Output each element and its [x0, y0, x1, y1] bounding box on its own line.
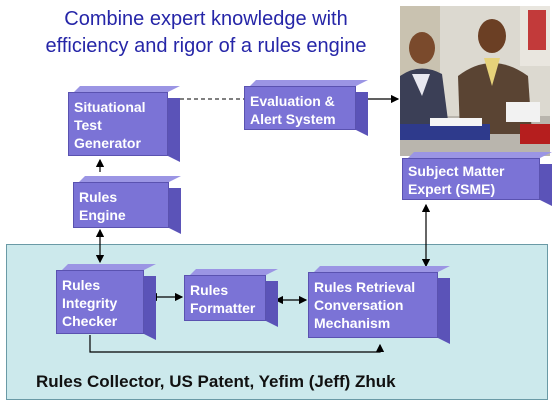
sme-label: Subject Matter Expert (SME)	[408, 163, 505, 197]
rules-formatter-label: Rules Formatter	[190, 282, 256, 316]
situational-test-generator-label: Situational Test Generator	[74, 99, 146, 151]
rules-integrity-checker-box: Rules Integrity Checker	[56, 270, 144, 334]
rules-integrity-checker-label: Rules Integrity Checker	[62, 277, 118, 329]
sme-photo	[400, 6, 550, 156]
slide-title: Combine expert knowledge with efficiency…	[45, 8, 367, 57]
situational-test-generator-box: Situational Test Generator	[68, 92, 168, 156]
rules-engine-box: Rules Engine	[73, 182, 169, 228]
rules-formatter-box: Rules Formatter	[184, 275, 266, 321]
evaluation-alert-system-label: Evaluation & Alert System	[250, 93, 336, 127]
rules-collector-label: Rules Collector, US Patent, Yefim (Jeff)…	[36, 372, 396, 391]
arrow-checker-retrieval	[89, 335, 385, 353]
rules-engine-label: Rules Engine	[79, 189, 126, 223]
rules-retrieval-label: Rules Retrieval Conversation Mechanism	[314, 279, 416, 331]
rules-retrieval-box: Rules Retrieval Conversation Mechanism	[308, 272, 438, 338]
sme-box: Subject Matter Expert (SME)	[402, 158, 540, 200]
evaluation-alert-system-box: Evaluation & Alert System	[244, 86, 356, 130]
